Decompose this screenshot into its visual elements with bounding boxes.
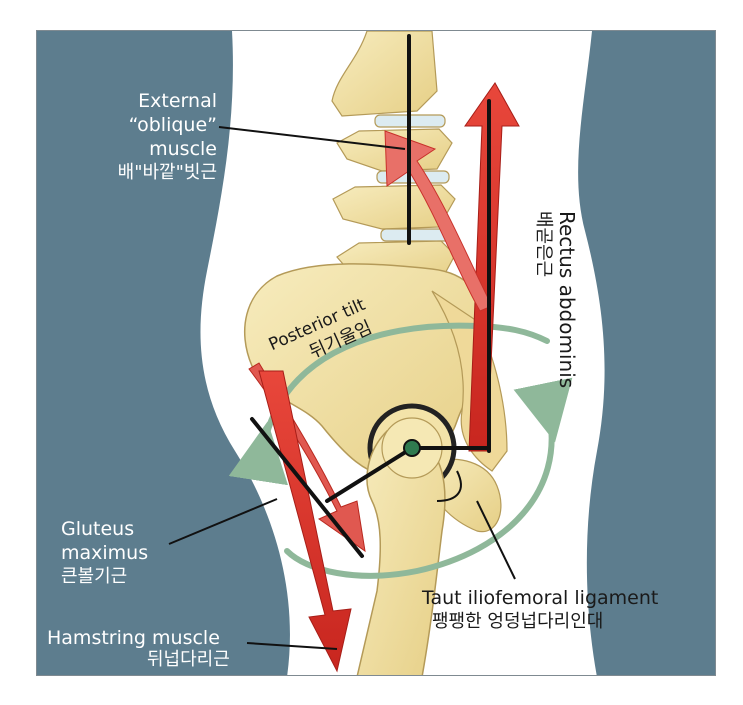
pointer-lines	[168, 126, 516, 650]
gluteus-korean: 큰볼기근	[61, 566, 128, 587]
hamstring-arrow	[258, 370, 352, 673]
gluteus-line-2: maximus	[61, 542, 149, 564]
label-external-oblique: External “oblique” muscle 배"바깥"빗근	[97, 89, 217, 185]
external-oblique-line-1: External	[138, 90, 217, 112]
hamstring-korean: 뒤넙다리근	[147, 649, 230, 670]
external-oblique-line-3: muscle	[149, 138, 217, 160]
rectus-abdominis-text: Rectus abdominis	[555, 211, 579, 389]
ligament-curve	[436, 470, 462, 502]
rectus-abdominis-korean: 배곧은근	[533, 211, 554, 278]
pelvis-illustration	[37, 31, 715, 675]
lever-lines	[250, 34, 491, 558]
femur	[356, 430, 446, 675]
gluteus-line-1: Gluteus	[61, 518, 135, 540]
label-hamstring: Hamstring muscle 뒤넙다리근	[47, 627, 230, 671]
label-gluteus-maximus: Gluteus maximus 큰볼기근	[61, 517, 148, 589]
external-oblique-korean: 배"바깥"빗근	[117, 162, 217, 183]
external-oblique-line-2: “oblique”	[128, 114, 217, 136]
label-iliofemoral-ligament: Taut iliofemoral ligament 팽팽한 엉덩넙다리인대	[422, 586, 658, 634]
pivot-point	[403, 439, 421, 457]
muscle-arrows	[248, 82, 520, 673]
iliofemoral-korean: 팽팽한 엉덩넙다리인대	[432, 611, 604, 632]
label-rectus-abdominis: Rectus abdominis 배곧은근	[531, 211, 579, 388]
hamstring-text: Hamstring muscle	[47, 627, 220, 649]
iliofemoral-text: Taut iliofemoral ligament	[422, 587, 659, 609]
diagram-frame: External “oblique” muscle 배"바깥"빗근 Rectus…	[36, 30, 716, 676]
